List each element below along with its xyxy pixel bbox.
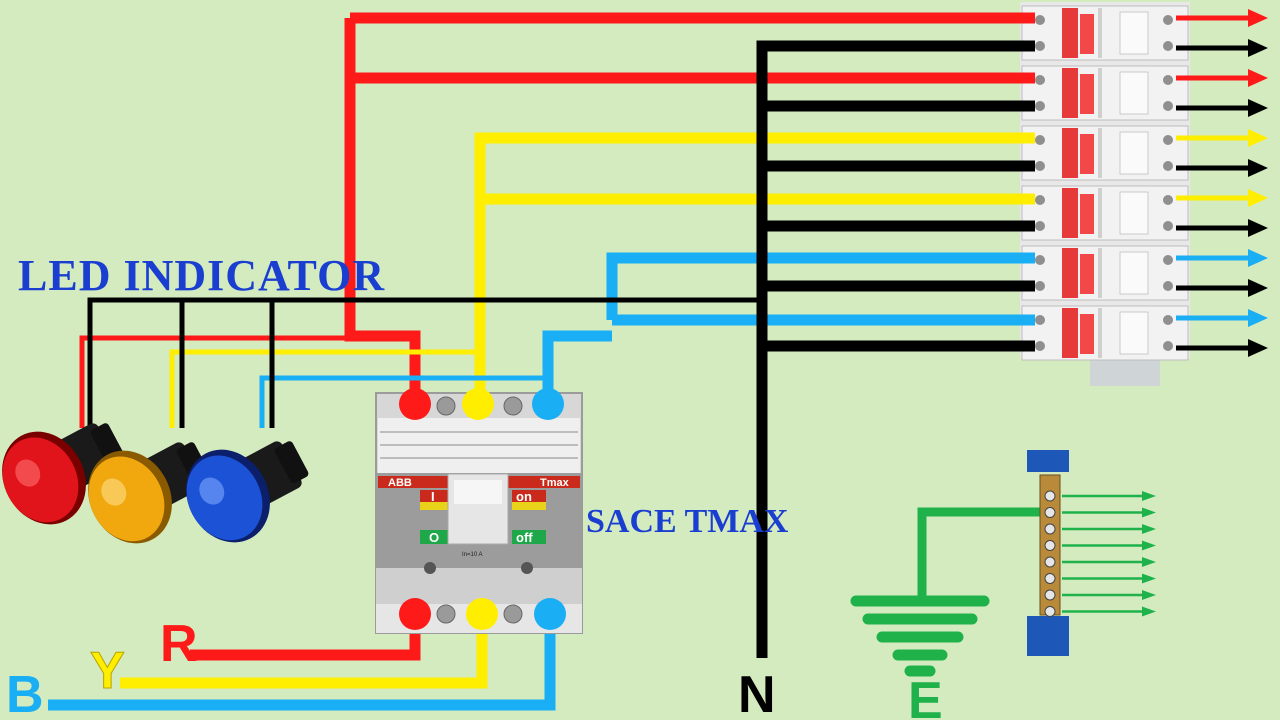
phase-label-r: R bbox=[160, 615, 198, 673]
led-indicator-yellow bbox=[88, 442, 211, 544]
led-indicator-blue bbox=[186, 441, 309, 543]
wire-yellow-supply bbox=[120, 618, 488, 689]
earth-busbar bbox=[1027, 450, 1156, 656]
output-arrow bbox=[1176, 309, 1268, 327]
wire-blue-bus bbox=[542, 252, 1035, 400]
mcb-breaker[interactable] bbox=[1021, 185, 1189, 241]
led-indicator-label: LED INDICATOR bbox=[18, 251, 385, 300]
output-arrow bbox=[1176, 249, 1268, 267]
breaker-on-label: on bbox=[516, 489, 532, 504]
breaker-terminal-red-top bbox=[399, 388, 431, 420]
output-arrow bbox=[1176, 69, 1268, 87]
earth-label: E bbox=[908, 672, 943, 720]
breaker-terminal-yellow-bottom bbox=[466, 598, 498, 630]
mcb-breaker[interactable] bbox=[1021, 305, 1189, 361]
wire-neutral-led bbox=[87, 297, 762, 428]
earth-arrow bbox=[1062, 507, 1156, 518]
mcb-breaker[interactable] bbox=[1021, 5, 1189, 61]
breaker-terminal-blue-top bbox=[532, 388, 564, 420]
breaker-o-label: O bbox=[429, 530, 439, 545]
output-arrow bbox=[1176, 159, 1268, 177]
led-indicators bbox=[2, 423, 309, 544]
breaker-i-label: I bbox=[431, 489, 435, 504]
sace-tmax-label: SACE TMAX bbox=[586, 503, 789, 540]
wire-yellow-led bbox=[169, 349, 478, 428]
earth-arrow bbox=[1062, 540, 1156, 551]
breaker-terminal-red-bottom bbox=[399, 598, 431, 630]
breaker-terminal-blue-bottom bbox=[534, 598, 566, 630]
output-arrow bbox=[1176, 339, 1268, 357]
breaker-off-label: off bbox=[516, 530, 533, 545]
mcb-breaker[interactable] bbox=[1021, 245, 1189, 301]
wire-earth bbox=[917, 507, 1042, 600]
earth-symbol bbox=[850, 595, 990, 677]
output-arrow bbox=[1176, 9, 1268, 27]
wire-blue-led bbox=[259, 375, 545, 428]
neutral-label: N bbox=[738, 666, 776, 720]
breaker-brand-text: ABB bbox=[388, 477, 412, 489]
earth-arrow bbox=[1062, 524, 1156, 534]
wire-neutral bbox=[756, 40, 1035, 658]
output-arrow bbox=[1176, 39, 1268, 57]
earth-arrow bbox=[1062, 491, 1156, 501]
mcb-bank-rail bbox=[1090, 358, 1160, 386]
phase-label-y: Y bbox=[90, 642, 125, 700]
output-arrow bbox=[1176, 129, 1268, 147]
output-arrow bbox=[1176, 99, 1268, 117]
sace-tmax-breaker: ABB Tmax I on O off In=10 A bbox=[375, 388, 583, 634]
earth-output-arrows bbox=[1062, 491, 1156, 617]
earth-arrow bbox=[1062, 557, 1156, 567]
breaker-terminal-yellow-top bbox=[462, 388, 494, 420]
output-arrows bbox=[1176, 9, 1268, 357]
output-arrow bbox=[1176, 219, 1268, 237]
mcb-breaker[interactable] bbox=[1021, 125, 1189, 181]
earth-arrow bbox=[1062, 606, 1156, 617]
led-indicator-red bbox=[2, 423, 125, 525]
output-arrow bbox=[1176, 279, 1268, 297]
output-arrow bbox=[1176, 189, 1268, 207]
wires bbox=[48, 12, 1042, 711]
breaker-rating-text: In=10 A bbox=[462, 552, 483, 558]
breaker-model-text: Tmax bbox=[540, 477, 570, 489]
wire-red-led bbox=[79, 335, 415, 428]
wire-blue-supply bbox=[48, 618, 556, 711]
mcb-breaker[interactable] bbox=[1021, 65, 1189, 121]
earth-arrow bbox=[1062, 590, 1156, 600]
phase-label-b: B bbox=[6, 666, 44, 720]
earth-arrow bbox=[1062, 573, 1156, 584]
mcb-bank bbox=[1020, 2, 1190, 386]
